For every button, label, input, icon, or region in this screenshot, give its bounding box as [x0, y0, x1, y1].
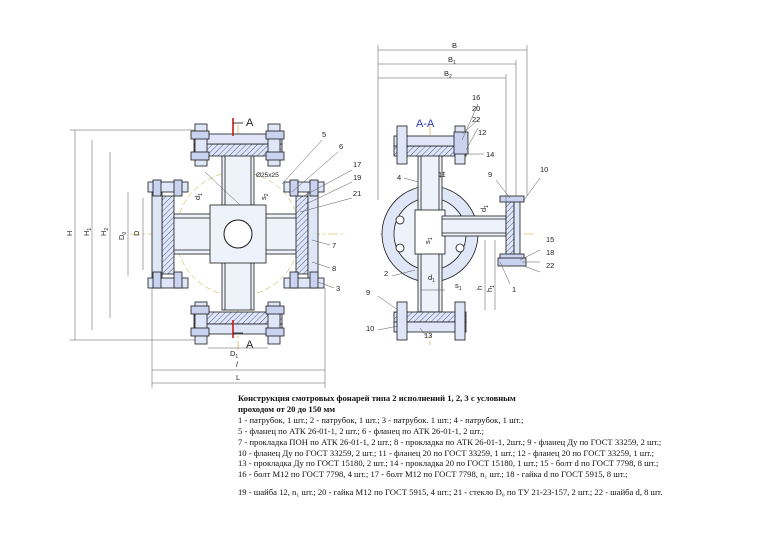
cut-markers — [232, 118, 243, 338]
callout-4: 4 — [397, 173, 401, 182]
main-labels: A A H H1 H2 D0 D D1 l L Ø25x25 d1 s2 5 6… — [65, 117, 361, 382]
dim-d1-section: d1 — [428, 273, 435, 284]
dim-h1: h1 — [485, 285, 496, 292]
main-view — [130, 123, 345, 350]
dim-s1-b: s1 — [423, 237, 434, 244]
dim-B2: B2 — [444, 69, 452, 80]
dim-B1: B1 — [448, 55, 456, 66]
callout-10-left: 10 — [366, 324, 374, 333]
dim-h: h — [475, 286, 484, 290]
caption-line: 13 - прокладка Ду по ГОСТ 15180, 2 шт.; … — [238, 458, 659, 469]
section-labels: A-A B B1 B2 d1 s1 s1 h h1 d1 16 20 22 12… — [366, 41, 554, 340]
callout-3: 3 — [336, 284, 340, 293]
cut-label-bottom: A — [246, 339, 254, 351]
dim-D: D — [132, 230, 141, 236]
callout-9-left: 9 — [366, 288, 370, 297]
callout-10-right: 10 — [540, 165, 548, 174]
callout-1: 1 — [512, 285, 516, 294]
callout-14: 14 — [486, 150, 494, 159]
callout-22-top: 22 — [472, 115, 480, 124]
caption-line: 19 - шайба 12, n₁ шт.; 20 - гайка М12 по… — [238, 487, 663, 498]
dim-s1-a: s1 — [455, 281, 462, 292]
callout-7: 7 — [332, 241, 336, 250]
callout-6: 6 — [339, 142, 343, 151]
callout-9-right: 9 — [488, 170, 492, 179]
dim-H: H — [65, 231, 74, 236]
dim-H2: H2 — [99, 228, 110, 236]
section-view — [380, 125, 535, 345]
parts-caption: Конструкция смотровых фонарей типа 2 исп… — [238, 393, 758, 498]
caption-line: 10 - фланец Ду по ГОСТ 33259, 2 шт.; 11 … — [238, 447, 655, 458]
dim-d1-main: d1 — [193, 193, 204, 200]
caption-title-line-2: проходом от 20 до 150 мм — [238, 403, 336, 414]
callout-5: 5 — [322, 130, 326, 139]
section-title: A-A — [416, 118, 435, 130]
dim-D1: D1 — [230, 349, 238, 360]
callout-2: 2 — [384, 269, 388, 278]
dim-l: l — [236, 360, 238, 369]
caption-gap — [238, 480, 758, 487]
dim-L: L — [236, 373, 240, 382]
dim-s2: s2 — [259, 193, 270, 200]
cut-label-top: A — [246, 117, 254, 129]
main-dimensions — [70, 129, 353, 388]
caption-line: 1 - патрубок, 1 шт.; 2 - патрубок, 1 шт.… — [238, 414, 524, 425]
callout-13: 13 — [424, 331, 432, 340]
dim-H1: H1 — [82, 228, 93, 236]
dim-D0: D0 — [117, 232, 128, 240]
callout-15: 15 — [546, 235, 554, 244]
dim-B: B — [452, 41, 457, 50]
callout-12: 12 — [478, 128, 486, 137]
callout-8: 8 — [332, 264, 336, 273]
callout-22-bottom: 22 — [546, 261, 554, 270]
callout-17: 17 — [353, 160, 361, 169]
callout-18: 18 — [546, 248, 554, 257]
callout-19: 19 — [353, 173, 361, 182]
dim-square: Ø25x25 — [256, 172, 279, 179]
callout-11: 11 — [438, 170, 446, 179]
caption-line: 16 - болт М12 по ГОСТ 7798, 4 шт.; 17 - … — [238, 469, 628, 480]
callout-16: 16 — [472, 93, 480, 102]
dim-d1-flange: d1 — [479, 205, 490, 212]
caption-title-line-1: Конструкция смотровых фонарей типа 2 исп… — [238, 393, 516, 403]
caption-line: 5 - фланец по АТК 26-01-1, 2 шт.; 6 - фл… — [238, 425, 484, 436]
callout-20: 20 — [472, 104, 480, 113]
caption-line: 7 - прокладка ПОН по АТК 26-01-1, 2 шт.;… — [238, 436, 662, 447]
callout-21: 21 — [353, 189, 361, 198]
section-dimensions — [377, 45, 541, 337]
